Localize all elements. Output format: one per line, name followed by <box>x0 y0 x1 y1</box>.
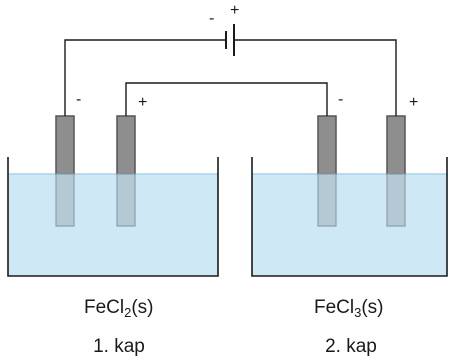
cell1-name-label: 1. kap <box>93 336 145 357</box>
cell2-left-electrode <box>317 115 337 175</box>
cell2-right-electrode-submerged <box>386 173 406 227</box>
wire-inner <box>125 82 328 116</box>
battery-negative-sign: - <box>209 10 214 27</box>
cell1-left-electrode-submerged <box>55 173 75 227</box>
wire-outer <box>64 39 226 116</box>
cell2-compound-label: FeCl3(s) <box>314 297 384 320</box>
cell1-compound-label: FeCl2(s) <box>84 297 154 320</box>
cell2-right-sign: + <box>409 94 418 111</box>
cell2-name-label: 2. kap <box>325 336 377 357</box>
cell1-right-electrode <box>116 115 136 175</box>
cell1-beaker <box>7 157 219 277</box>
cell2-left-sign: - <box>338 91 343 108</box>
cell1-right-electrode-submerged <box>116 173 136 227</box>
battery-positive-sign: + <box>230 2 239 19</box>
cell1-left-sign: - <box>76 91 81 108</box>
cell2-right-electrode <box>386 115 406 175</box>
cell2-beaker <box>251 157 448 277</box>
cell1-solution <box>8 174 218 276</box>
cell1-right-sign: + <box>138 94 147 111</box>
wire-outer-right <box>234 39 397 116</box>
cell1-left-electrode <box>55 115 75 175</box>
cell2-solution <box>252 174 447 276</box>
cell2-left-electrode-submerged <box>317 173 337 227</box>
